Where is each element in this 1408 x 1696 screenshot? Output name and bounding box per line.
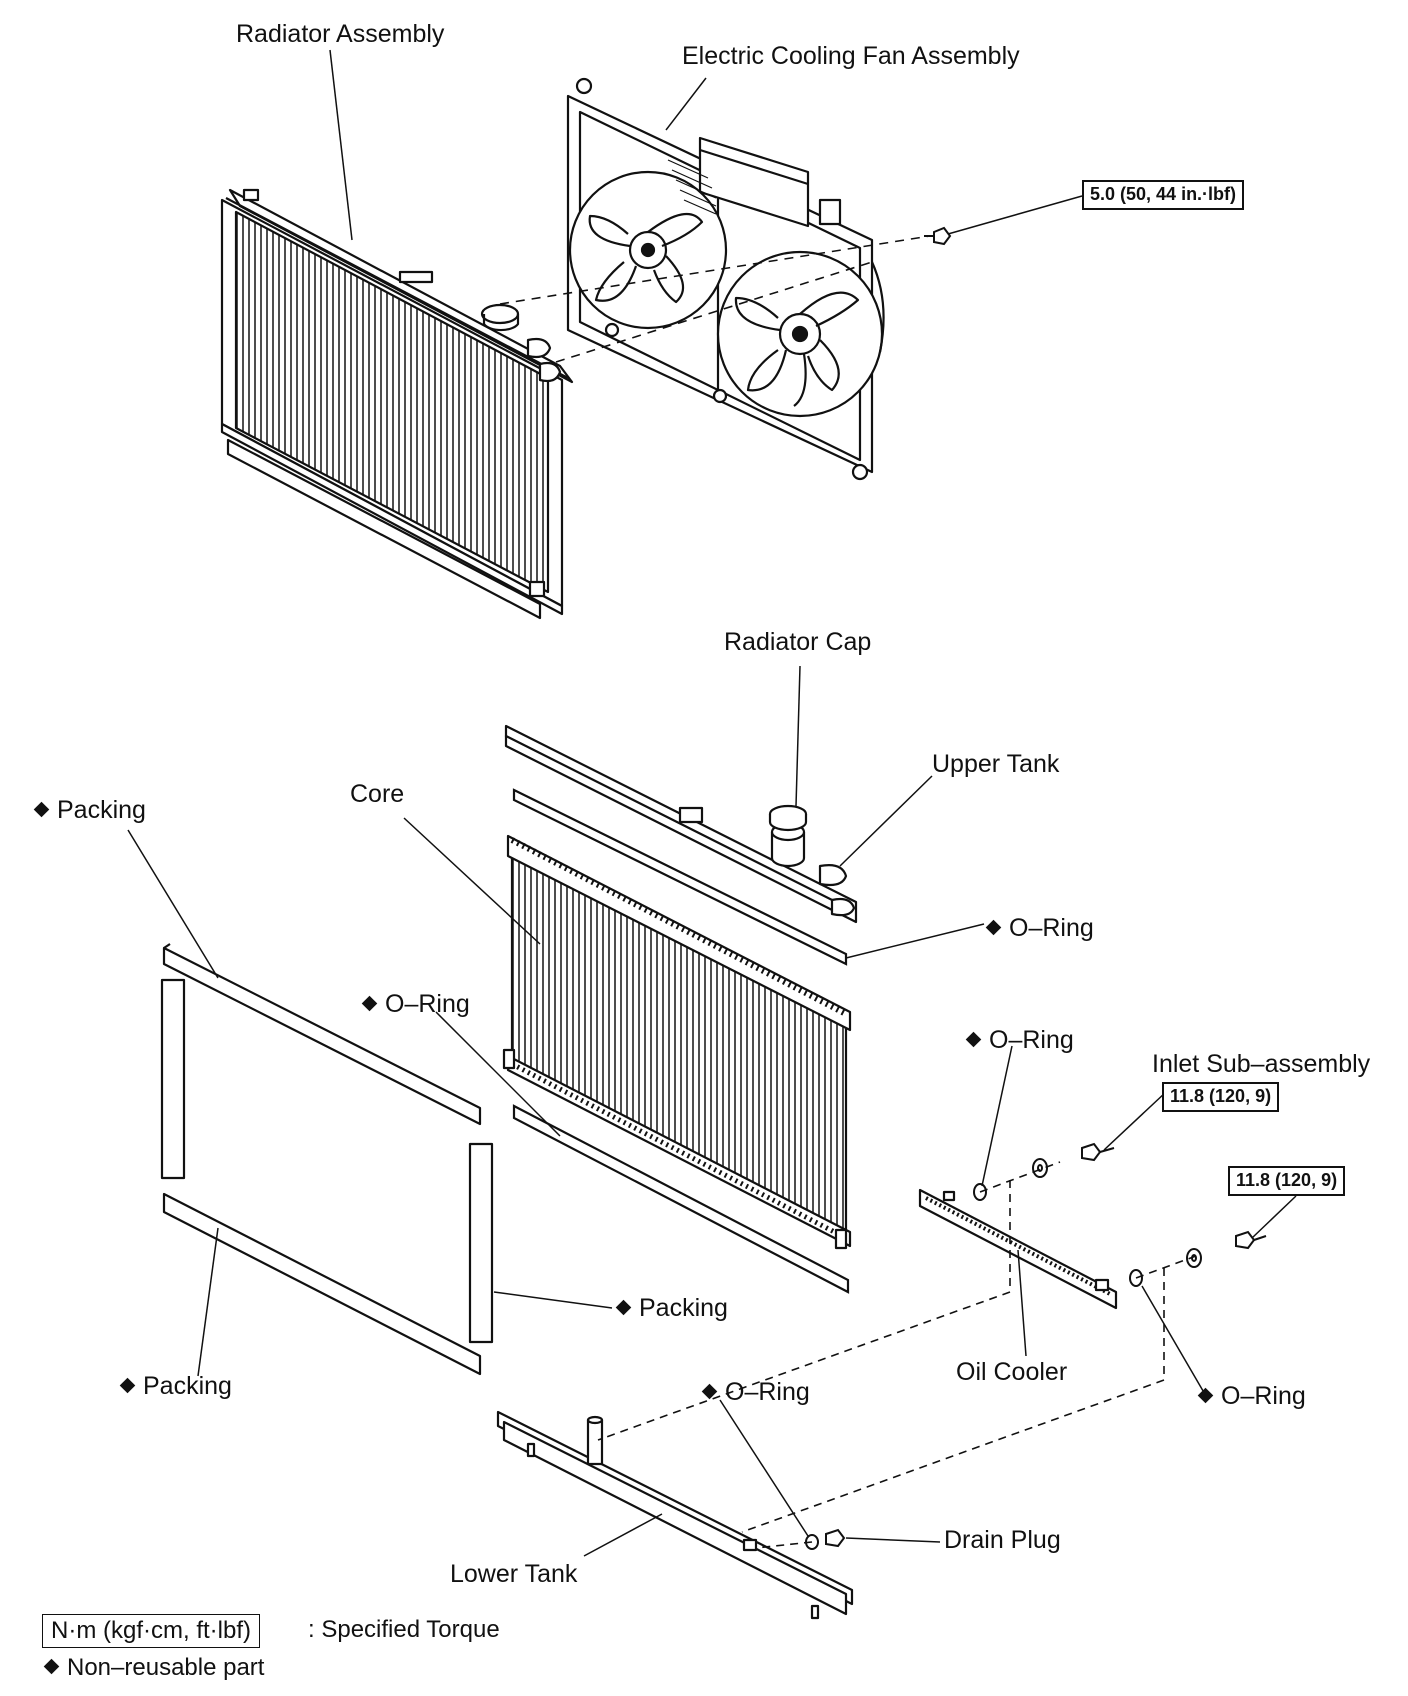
- oil-cooler-fittings: [973, 1142, 1267, 1287]
- label-packing-bottom-left: Packing: [119, 1374, 232, 1399]
- top-alignment-lines: [499, 235, 931, 363]
- label-o-ring-core-lower: O–Ring: [361, 992, 470, 1017]
- label-radiator-assembly: Radiator Assembly: [236, 20, 445, 48]
- non-reusable-diamond-icon: [701, 1383, 718, 1400]
- non-reusable-diamond-icon: [361, 995, 378, 1012]
- label-drain-plug: Drain Plug: [944, 1526, 1061, 1554]
- label-upper-tank: Upper Tank: [932, 750, 1060, 778]
- non-reusable-diamond-icon: [119, 1377, 136, 1394]
- lower-tank-drawing: [496, 1410, 854, 1620]
- legend-torque-text: : Specified Torque: [308, 1616, 500, 1643]
- non-reusable-diamond-icon: [985, 919, 1002, 936]
- core-drawing: [502, 834, 852, 1250]
- electric-cooling-fan-drawing: [566, 77, 885, 481]
- radiator-cap-drawing: [768, 804, 808, 832]
- legend-non-reusable: Non–reusable part: [43, 1656, 264, 1680]
- label-core: Core: [350, 780, 405, 808]
- label-o-ring-upper: O–Ring: [985, 916, 1094, 941]
- lower-o-ring-drawing: [512, 1104, 850, 1294]
- label-electric-cooling-fan-assembly: Electric Cooling Fan Assembly: [682, 42, 1020, 70]
- packings-drawing: [160, 943, 494, 1376]
- label-packing-right: Packing: [615, 1296, 728, 1321]
- label-o-ring-lower-tank: O–Ring: [701, 1380, 810, 1405]
- label-o-ring-oil-cooler-lower: O–Ring: [1197, 1384, 1306, 1409]
- non-reusable-diamond-icon: [965, 1031, 982, 1048]
- label-lower-tank: Lower Tank: [450, 1560, 578, 1588]
- radiator-assembly-drawing: [220, 188, 574, 620]
- fan-bolt: [924, 226, 952, 246]
- non-reusable-diamond-icon: [1197, 1387, 1214, 1404]
- label-packing-top-left: Packing: [33, 798, 146, 823]
- leader-lines: [127, 49, 1297, 1557]
- non-reusable-diamond-icon: [43, 1658, 60, 1675]
- torque-inlet-bolt-upper: 11.8 (120, 9): [1162, 1082, 1280, 1112]
- label-radiator-cap: Radiator Cap: [724, 628, 872, 656]
- label-inlet-sub-assembly: Inlet Sub–assembly: [1152, 1050, 1371, 1078]
- upper-o-ring-drawing: [512, 788, 848, 966]
- torque-fan-bolt: 5.0 (50, 44 in.·lbf): [1082, 180, 1245, 210]
- non-reusable-diamond-icon: [615, 1299, 632, 1316]
- label-o-ring-oil-cooler-upper: O–Ring: [965, 1028, 1074, 1053]
- oil-cooler-drawing: [918, 1188, 1118, 1310]
- non-reusable-diamond-icon: [33, 801, 50, 818]
- legend-torque-box: N·m (kgf·cm, ft·lbf): [42, 1614, 260, 1648]
- torque-inlet-bolt-lower: 11.8 (120, 9): [1228, 1166, 1346, 1196]
- label-oil-cooler: Oil Cooler: [956, 1358, 1068, 1386]
